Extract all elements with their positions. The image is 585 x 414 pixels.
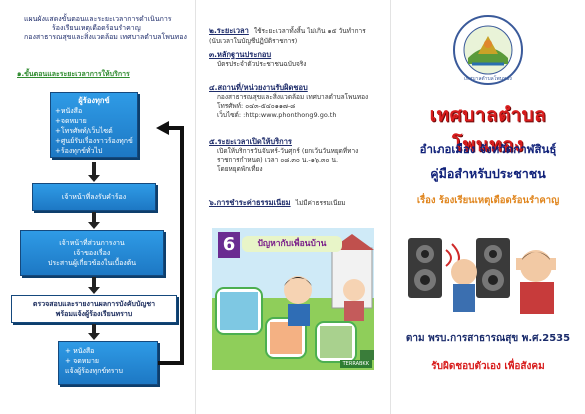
section-4: ๔.สถานที่/หน่วยงานรับผิดชอบ กองสาธารณสุข… bbox=[209, 83, 389, 120]
illustration-caption: ปัญหากับเพื่อนบ้าน bbox=[242, 236, 342, 252]
section-6-text: ไม่มีค่าธรรมเนียม bbox=[295, 199, 346, 207]
flow-arrow bbox=[88, 162, 100, 182]
officer-receive-box: เจ้าหน้าที่ลงรับคำร้อง bbox=[32, 183, 156, 211]
officer-coordinate-line: เจ้าหน้าที่ส่วนการงาน bbox=[59, 239, 125, 247]
fold-line bbox=[195, 0, 196, 414]
municipality-seal: เทศบาลตำบลโพนทอง bbox=[453, 15, 523, 85]
section-4-line: เว็บไซต์: :http:www.phonthong9.go.th bbox=[217, 111, 337, 119]
complainant-item: +โทรศัพท์/เว็บไซต์ bbox=[55, 127, 113, 135]
section-3: ๓.หลักฐานประกอบ บัตรประจำตัวประชาชนฉบับจ… bbox=[209, 50, 387, 69]
flow-arrow bbox=[88, 212, 100, 229]
notify-item: แจ้งผู้ร้องทุกข์ทราบ bbox=[65, 367, 123, 375]
notify-item: + หนังสือ bbox=[65, 347, 95, 355]
section-5-heading: ๕.ระยะเวลาเปิดให้บริการ bbox=[209, 137, 292, 146]
complainant-box: ผู้ร้องทุกข์ +หนังสือ +จดหมาย +โทรศัพท์/… bbox=[50, 92, 138, 158]
section-heading-1: ๑.ขั้นตอนและระยะเวลาการให้บริการ bbox=[17, 70, 130, 78]
citizen-manual-title: คู่มือสำหรับประชาชน bbox=[430, 166, 546, 181]
flow-arrow bbox=[88, 277, 100, 294]
notify-complainant-box: + หนังสือ + จดหมาย แจ้งผู้ร้องทุกข์ทราบ bbox=[58, 341, 158, 385]
neighbor-problem-illustration: 6 ปัญหากับเพื่อนบ้าน TERRABKK bbox=[212, 228, 374, 370]
act-reference: ตาม พรบ.การสาธารณสุข พ.ศ.2535 bbox=[405, 333, 571, 344]
officer-coordinate-line: ประสานผู้เกี่ยวข้องในเบื้องต้น bbox=[47, 259, 137, 267]
illustration-brand: TERRABKK bbox=[339, 360, 372, 368]
topic-title: เรื่อง ร้องเรียนเหตุเดือดร้อนรำคาญ bbox=[416, 195, 560, 206]
flow-arrow bbox=[88, 324, 100, 340]
seal-text: เทศบาลตำบลโพนทอง bbox=[464, 75, 512, 82]
section-2-text: ใช้ระยะเวลาทั้งสิ้น ไม่เกิน ๑๕ วันทำการ bbox=[253, 27, 366, 35]
complainant-item: +จดหมาย bbox=[55, 117, 87, 125]
middle-panel: ๒.ระยะเวลา ใช้ระยะเวลาทั้งสิ้น ไม่เกิน ๑… bbox=[195, 0, 390, 414]
section-3-text: บัตรประจำตัวประชาชนฉบับจริง bbox=[217, 60, 307, 68]
district-province: อำเภอเมือง จังหวัดกาฬสินธุ์ bbox=[419, 142, 557, 156]
officer-coordinate-box: เจ้าหน้าที่ส่วนการงาน เจ้าของเรื่อง ประส… bbox=[20, 230, 164, 276]
section-5-line: ราชการกำหนด) เวลา ๐๘.๓๐ น.-๑๖.๓๐ น. bbox=[217, 156, 339, 164]
right-panel: เทศบาลตำบลโพนทอง เทศบาลตำบลโพนทอง อำเภอเ… bbox=[390, 0, 585, 414]
flowchart-title-line1: แผนผังแสดงขั้นตอนและระยะเวลาการดำเนินการ bbox=[24, 15, 172, 23]
chapter-number-badge: 6 bbox=[218, 232, 240, 258]
complainant-title: ผู้ร้องทุกข์ bbox=[78, 96, 110, 105]
section-2: ๒.ระยะเวลา ใช้ระยะเวลาทั้งสิ้น ไม่เกิน ๑… bbox=[209, 18, 387, 46]
flowchart-title: แผนผังแสดงขั้นตอนและระยะเวลาการดำเนินการ… bbox=[24, 15, 194, 42]
section-2-note: (นับเวลาในบัญชีปฏิบัติราชการ) bbox=[209, 37, 298, 45]
section-4-line: กองสาธารณสุขและสิ่งแวดล้อม เทศบาลตำบลโพน… bbox=[217, 93, 369, 101]
inspect-report-box: ตรวจสอบและรายงานผลการบังคับบัญชา พร้อมแจ… bbox=[11, 295, 177, 323]
complainant-item: +หนังสือ bbox=[55, 107, 83, 115]
illustration-art bbox=[212, 228, 374, 370]
flowchart-title-line3: กองสาธารณสุขและสิ่งแวดล้อม เทศบาลตำบลโพน… bbox=[24, 33, 187, 41]
main-title: เทศบาลตำบลโพนทอง bbox=[429, 104, 547, 156]
fold-line bbox=[390, 0, 391, 414]
section-2-heading: ๒.ระยะเวลา bbox=[209, 26, 249, 35]
section-4-line: โทรศัพท์: ๐๔๓-๕๔๐๑๑๗-๘ bbox=[217, 102, 296, 110]
noise-complaint-illustration bbox=[406, 228, 570, 314]
inspect-report-line: ตรวจสอบและรายงานผลการบังคับบัญชา bbox=[32, 300, 156, 308]
inspect-report-line: พร้อมแจ้งผู้ร้องเรียนทราบ bbox=[55, 310, 133, 318]
section-4-heading: ๔.สถานที่/หน่วยงานรับผิดชอบ bbox=[209, 83, 308, 92]
flowchart-title-line2: ร้องเรียนเหตุเดือดร้อนรำคาญ bbox=[52, 24, 141, 32]
complainant-item: +ร้องทุกข์ทั่วไป bbox=[55, 147, 103, 155]
officer-coordinate-line: เจ้าของเรื่อง bbox=[73, 249, 111, 257]
section-5-line: โดยหยุดพักเที่ยง bbox=[217, 165, 263, 173]
feedback-arrow bbox=[156, 121, 184, 365]
section-5: ๕.ระยะเวลาเปิดให้บริการ เปิดให้บริการวัน… bbox=[209, 137, 389, 174]
slogan: รับผิดชอบตัวเอง เพื่อสังคม bbox=[431, 361, 545, 372]
left-panel: แผนผังแสดงขั้นตอนและระยะเวลาการดำเนินการ… bbox=[0, 0, 195, 414]
section-5-line: เปิดให้บริการวันจันทร์-วันศุกร์ (ยกเว้นว… bbox=[217, 147, 359, 155]
notify-item: + จดหมาย bbox=[65, 357, 99, 365]
section-3-heading: ๓.หลักฐานประกอบ bbox=[209, 50, 272, 59]
complainant-item: +ศูนย์รับเรื่องราวร้องทุกข์ bbox=[55, 137, 133, 145]
section-6-heading: ๖.การชำระค่าธรรมเนียม bbox=[209, 198, 291, 207]
officer-receive-label: เจ้าหน้าที่ลงรับคำร้อง bbox=[61, 193, 127, 201]
section-6: ๖.การชำระค่าธรรมเนียม ไม่มีค่าธรรมเนียม bbox=[209, 190, 389, 209]
